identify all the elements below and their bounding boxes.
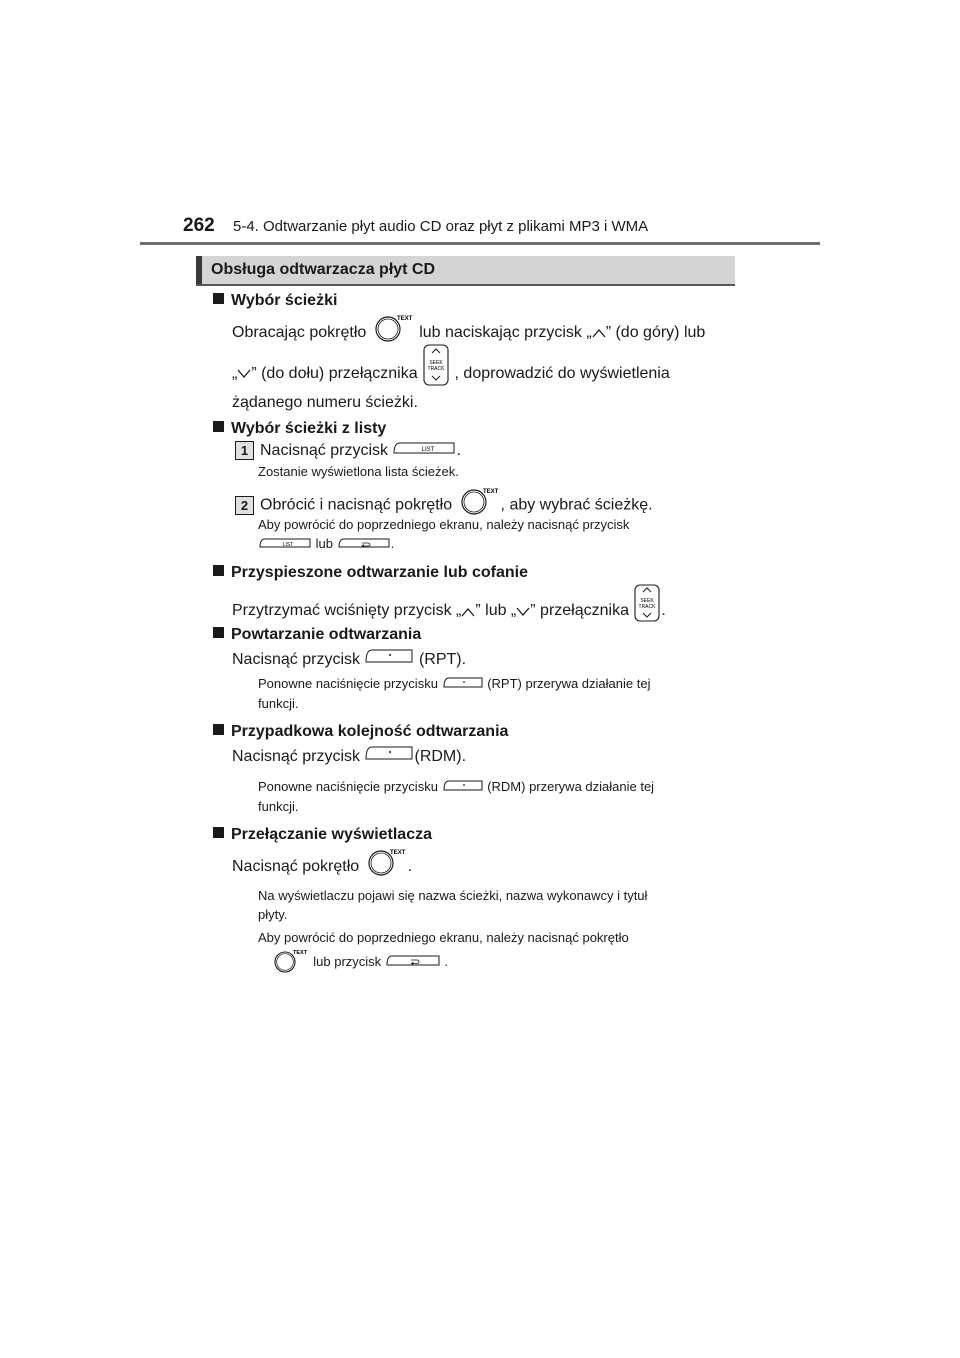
svg-text:LIST: LIST: [422, 447, 435, 453]
text-knob-icon: TEXT: [457, 485, 501, 526]
down-arrow-icon: [237, 353, 251, 397]
heading-fast: Przyspieszone odtwarzanie lub cofanie: [213, 562, 735, 584]
display-note-1: Na wyświetlaczu pojawi się nazwa ścieżki…: [258, 888, 648, 923]
heading-repeat: Powtarzanie odtwarzania: [213, 624, 735, 646]
down-arrow-icon: [516, 593, 530, 633]
repeat-body: Nacisnąć przycisk (RPT).: [232, 646, 735, 674]
svg-text:LIST: LIST: [283, 542, 294, 548]
svg-text:TEXT: TEXT: [397, 316, 413, 322]
list-button-icon: LIST: [258, 535, 312, 554]
up-arrow-icon: [461, 593, 475, 633]
heading-display: Przełączanie wyświetlacza: [213, 824, 735, 846]
back-button-icon: [385, 953, 441, 972]
svg-text:SEEK: SEEK: [641, 598, 655, 604]
text-knob-icon: TEXT: [364, 846, 408, 888]
svg-text:TRACK: TRACK: [428, 366, 446, 372]
page-number: 262: [183, 215, 215, 236]
text-knob-icon: TEXT: [270, 947, 310, 978]
preset-button-icon: [442, 675, 484, 694]
repeat-note: Ponowne naciśnięcie przycisku (RPT) prze…: [258, 675, 651, 712]
back-button-icon: [337, 535, 391, 554]
preset-button-icon: [442, 778, 484, 797]
heading-track-select: Wybór ścieżki: [213, 290, 735, 312]
track-select-body: Obracając pokrętło TEXT lub naciskając p…: [232, 312, 735, 418]
chapter-title: 5-4. Odtwarzanie płyt audio CD oraz płyt…: [233, 218, 649, 235]
heading-random: Przypadkowa kolejność odtwarzania: [213, 721, 735, 743]
svg-text:TRACK: TRACK: [639, 604, 657, 610]
step-2-note: Aby powrócić do poprzedniego ekranu, nal…: [258, 515, 735, 554]
display-note-2: Aby powrócić do poprzedniego ekranu, nal…: [258, 928, 735, 978]
svg-text:TEXT: TEXT: [390, 850, 406, 856]
heading-track-list: Wybór ścieżki z listy: [213, 418, 735, 440]
step-1-note: Zostanie wyświetlona lista ścieżek.: [258, 464, 459, 480]
step-number-2: 2: [235, 495, 254, 515]
section-bar: Obsługa odtwarzacza płyt CD: [196, 256, 735, 286]
content: Wybór ścieżki Obracając pokrętło TEXT lu…: [213, 290, 735, 978]
section-title: Obsługa odtwarzacza płyt CD: [211, 261, 436, 278]
random-body: Nacisnąć przycisk (RDM).: [232, 743, 735, 771]
fast-body: Przytrzymać wciśnięty przycisk „” lub „”…: [232, 584, 735, 624]
text-knob-icon: TEXT: [371, 312, 415, 354]
step-number-1: 1: [235, 441, 254, 461]
svg-text:SEEK: SEEK: [429, 360, 443, 366]
random-note: Ponowne naciśnięcie przycisku (RDM) prze…: [258, 778, 655, 815]
display-body: Nacisnąć pokrętło TEXT.: [232, 846, 735, 878]
preset-button-icon: [364, 646, 414, 674]
list-button-icon: LIST: [392, 440, 456, 462]
preset-button-icon: [364, 743, 414, 771]
svg-text:TEXT: TEXT: [483, 489, 499, 495]
up-arrow-icon: [592, 318, 606, 350]
header-rule: [140, 242, 820, 245]
svg-text:TEXT: TEXT: [293, 950, 308, 956]
